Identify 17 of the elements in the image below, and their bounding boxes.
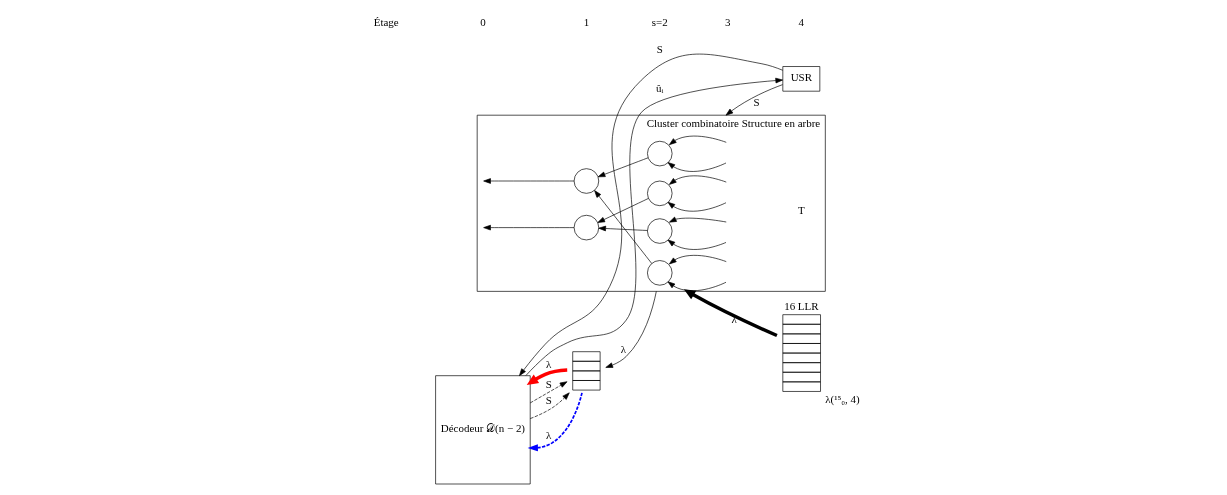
edge-label: λ bbox=[546, 358, 552, 371]
edge-label: S bbox=[753, 96, 760, 109]
node-label: 16 LLR bbox=[784, 299, 819, 312]
edge-label: ûᵢ bbox=[656, 81, 664, 94]
label: 0 bbox=[480, 15, 486, 28]
node-label: λ(¹⁵₀, 4) bbox=[825, 392, 860, 405]
label: Étage bbox=[373, 15, 399, 28]
label: s=2 bbox=[651, 15, 668, 28]
label: 4 bbox=[798, 15, 805, 28]
label: 3 bbox=[724, 15, 731, 28]
edge-label: S bbox=[545, 394, 552, 407]
edge-label: S bbox=[656, 43, 663, 56]
label: 1 bbox=[583, 15, 590, 28]
edge-label: λ bbox=[546, 429, 552, 442]
edge-label: λ bbox=[620, 342, 627, 355]
edge-label: S bbox=[545, 377, 552, 390]
label: T bbox=[797, 204, 805, 217]
